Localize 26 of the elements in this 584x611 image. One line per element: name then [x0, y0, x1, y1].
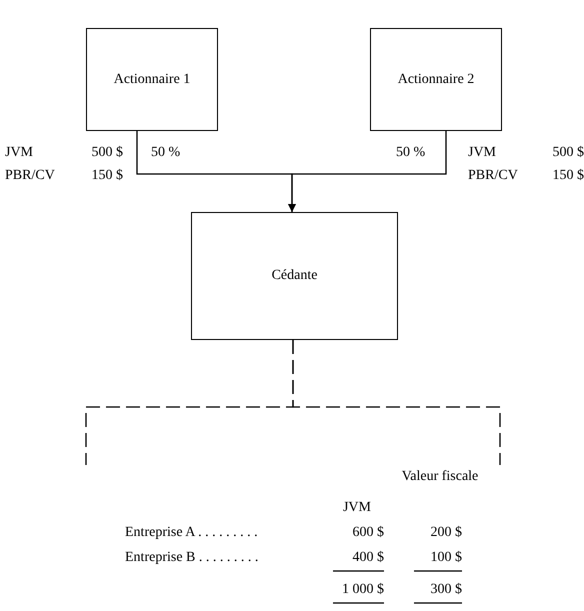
entity-box	[86, 28, 218, 131]
value-label: JVM	[342, 500, 372, 516]
value-label: JVM	[468, 145, 498, 161]
entity-name: Actionnaire 2	[398, 72, 474, 88]
table-text: 1 000 $	[341, 582, 384, 598]
entity-box	[191, 212, 398, 340]
entity-name: Cédante	[272, 268, 318, 284]
dashed-connector	[292, 340, 501, 465]
arrow	[288, 131, 447, 212]
value-label: Valeur fiscale	[400, 469, 480, 485]
value-label: PBR/CV	[5, 168, 56, 184]
table-text: 600 $	[352, 525, 384, 541]
table-text: 400 $	[352, 550, 384, 566]
table-text: 100 $	[430, 550, 462, 566]
value-label: 500 $	[552, 145, 584, 161]
value-label: 150 $	[90, 168, 123, 184]
table-text: 200 $	[430, 525, 462, 541]
value-label: JVM	[5, 145, 34, 161]
entity-name: Actionnaire 1	[114, 72, 190, 88]
value-label: 150 $	[552, 168, 584, 184]
table-text: Entreprise B . . . . . . . . .	[125, 550, 260, 566]
table-text: Entreprise A . . . . . . . . .	[125, 525, 259, 541]
entity-box	[370, 28, 502, 131]
value-label: 500 $	[90, 145, 123, 161]
value-label: PBR/CV	[468, 168, 519, 184]
table-text: 300 $	[430, 582, 462, 598]
